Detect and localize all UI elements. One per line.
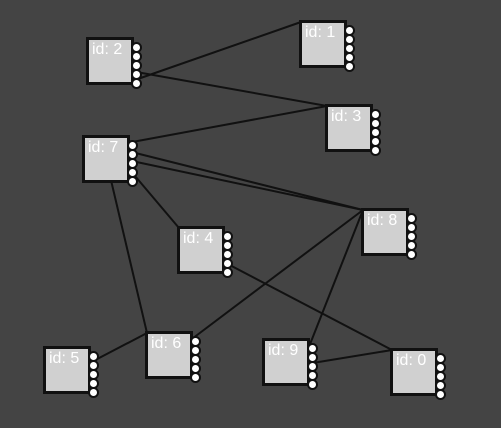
node-3[interactable]: id: 3 — [325, 104, 381, 156]
node-5-label: id: 5 — [49, 350, 80, 367]
edge-7-3 — [129, 105, 328, 144]
node-2[interactable]: id: 2 — [86, 37, 142, 89]
node-5-port-4[interactable] — [88, 387, 99, 398]
node-6[interactable]: id: 6 — [145, 331, 201, 383]
node-4[interactable]: id: 4 — [177, 226, 233, 278]
node-1-port-4[interactable] — [344, 61, 355, 72]
node-8-port-4[interactable] — [406, 249, 417, 260]
node-9-label: id: 9 — [268, 342, 299, 359]
node-0[interactable]: id: 0 — [390, 348, 446, 400]
edge-9-0 — [309, 349, 393, 365]
node-3-port-4[interactable] — [370, 145, 381, 156]
node-8-label: id: 8 — [367, 212, 398, 229]
node-9-port-4[interactable] — [307, 379, 318, 390]
node-6-label: id: 6 — [151, 335, 182, 352]
node-1-label: id: 1 — [305, 24, 336, 41]
edge-7-8 — [129, 150, 364, 211]
edge-7-8 — [129, 159, 364, 211]
node-9[interactable]: id: 9 — [262, 338, 318, 390]
node-0-label: id: 0 — [396, 352, 427, 369]
node-2-port-4[interactable] — [131, 78, 142, 89]
edge-2-1 — [133, 21, 302, 82]
node-3-label: id: 3 — [331, 108, 362, 125]
node-7-label: id: 7 — [88, 139, 119, 156]
node-7-port-4[interactable] — [127, 176, 138, 187]
edge-7-6 — [105, 158, 148, 334]
node-6-port-4[interactable] — [190, 372, 201, 383]
edge-5-6 — [90, 332, 148, 364]
edge-2-3 — [133, 70, 328, 107]
node-7[interactable]: id: 7 — [82, 135, 138, 187]
node-0-port-4[interactable] — [435, 389, 446, 400]
node-5[interactable]: id: 5 — [43, 346, 99, 398]
node-8[interactable]: id: 8 — [361, 208, 417, 260]
node-1[interactable]: id: 1 — [299, 20, 355, 72]
edge-9-8 — [308, 209, 364, 346]
node-2-label: id: 2 — [92, 41, 123, 58]
node-4-label: id: 4 — [183, 230, 214, 247]
node-4-port-4[interactable] — [222, 267, 233, 278]
